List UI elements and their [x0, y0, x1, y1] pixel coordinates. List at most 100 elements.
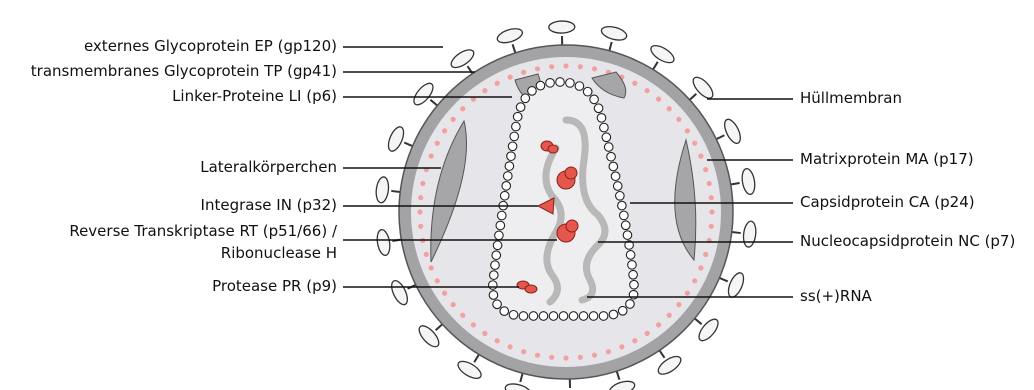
matrix-dot [578, 64, 583, 69]
matrix-dot [482, 331, 487, 336]
capsid-bead [503, 172, 512, 181]
capsid-bead [497, 211, 506, 220]
label-p6: Linker-Proteine LI (p6) [172, 88, 337, 105]
matrix-dot [521, 70, 526, 75]
capsid-bead [512, 122, 521, 131]
capsid-bead [623, 231, 632, 240]
matrix-dot [429, 265, 434, 270]
matrix-dot [535, 353, 540, 358]
capsid-bead [495, 231, 504, 240]
capsid-bead [493, 300, 502, 309]
matrix-dot [424, 252, 429, 257]
capsid-bead [630, 280, 639, 289]
capsid-bead [589, 312, 598, 321]
capsid-bead [521, 94, 530, 103]
matrix-dot [632, 338, 637, 343]
capsid-bead [528, 87, 537, 96]
matrix-dot [707, 181, 712, 186]
capsid-bead [510, 132, 519, 141]
matrix-dot [420, 181, 425, 186]
matrix-dot [692, 141, 697, 146]
matrix-dot [435, 141, 440, 146]
capsid-bead [618, 306, 627, 315]
matrix-dot [535, 66, 540, 71]
capsid-bead [546, 79, 555, 88]
capsid-bead [597, 114, 606, 123]
label-gp41: transmembranes Glycoprotein TP (gp41) [31, 63, 337, 80]
capsid-bead [613, 182, 622, 191]
capsid-bead [583, 87, 592, 96]
capsid-bead [590, 95, 599, 104]
capsid-bead [609, 162, 618, 171]
matrix-dot [632, 81, 637, 86]
capsid-bead [609, 310, 618, 319]
matrix-dot [418, 195, 423, 200]
capsid-bead [507, 152, 516, 161]
label-rna: ss(+)RNA [800, 288, 872, 305]
capsid-bead [611, 172, 620, 181]
matrix-dot [495, 81, 500, 86]
matrix-dot [460, 313, 465, 318]
matrix-dot [676, 302, 681, 307]
capsid-bead [575, 82, 584, 91]
matrix-dot [429, 154, 434, 159]
capsid-bead [600, 123, 609, 132]
matrix-dot [692, 278, 697, 283]
matrix-dot [685, 291, 690, 296]
matrix-dot [703, 252, 708, 257]
capsid-bead [620, 211, 629, 220]
capsid-bead [556, 78, 565, 87]
capsid-bead [505, 162, 514, 171]
matrix-dot [606, 349, 611, 354]
capsid-bead [500, 191, 509, 200]
capsid-bead [509, 311, 518, 320]
label-rt: Reverse Transkriptase RT (p51/66) / [69, 223, 337, 240]
capsid-bead [516, 103, 525, 112]
capsid-bead [539, 312, 548, 321]
reverse-transcriptase [566, 220, 578, 232]
capsid-bead [628, 261, 637, 270]
capsid-bead [508, 142, 517, 151]
capsid-bead [569, 312, 578, 321]
matrix-dot [549, 64, 554, 69]
matrix-dot [645, 331, 650, 336]
matrix-dot [418, 224, 423, 229]
matrix-dot [442, 128, 447, 133]
matrix-dot [508, 75, 513, 80]
label-p9: Protease PR (p9) [212, 278, 337, 295]
capsid-bead [604, 143, 613, 152]
matrix-dot [709, 224, 714, 229]
capsid-bead [626, 300, 635, 309]
capsid-bead [607, 152, 616, 161]
matrix-dot [442, 291, 447, 296]
label-p32: Integrase IN (p32) [201, 197, 337, 214]
matrix-dot [451, 302, 456, 307]
matrix-dot [698, 154, 703, 159]
capsid-bead [489, 291, 498, 300]
matrix-dot [592, 66, 597, 71]
capsid-bead [529, 312, 538, 321]
capsid-bead [594, 104, 603, 113]
matrix-dot [667, 106, 672, 111]
capsid-bead [493, 241, 502, 250]
matrix-dot [482, 88, 487, 93]
matrix-dot [563, 63, 568, 68]
capsid-bead [502, 182, 511, 191]
capsid-bead [618, 201, 627, 210]
capsid-bead [549, 312, 558, 321]
label-p24: Capsidprotein CA (p24) [800, 194, 975, 211]
label-huellmembran: Hüllmembran [800, 90, 902, 107]
capsid-bead [513, 112, 522, 121]
matrix-dot [656, 322, 661, 327]
matrix-dot [667, 313, 672, 318]
matrix-dot [417, 209, 422, 214]
capsid-bead [500, 307, 509, 316]
matrix-dot [619, 344, 624, 349]
matrix-dot [703, 167, 708, 172]
matrix-dot [656, 97, 661, 102]
matrix-dot [685, 128, 690, 133]
matrix-dot [592, 353, 597, 358]
label-gp120: externes Glycoprotein EP (gp120) [84, 38, 337, 55]
label-p7: Nucleocapsidprotein NC (p7) [800, 233, 1015, 250]
capsid-bead [566, 79, 575, 88]
